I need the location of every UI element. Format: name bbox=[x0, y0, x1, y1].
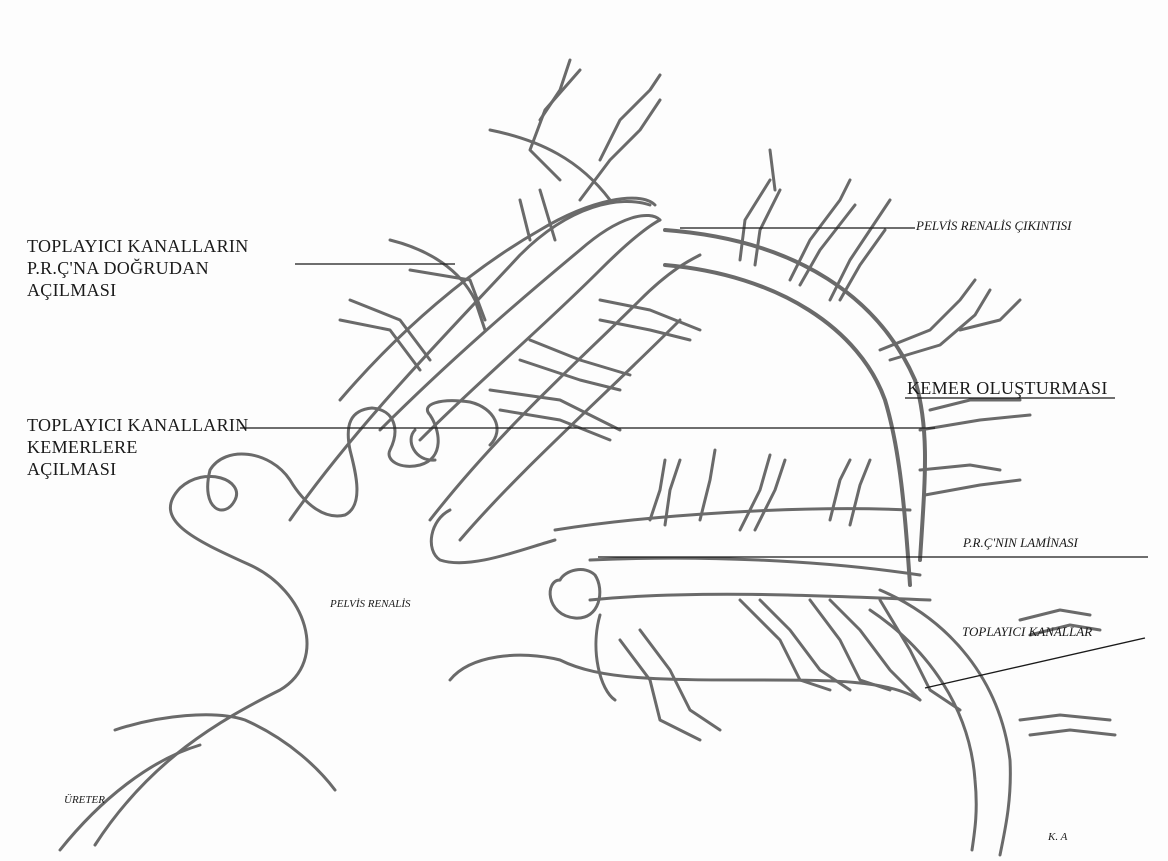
leader-lines bbox=[240, 228, 1148, 688]
upper-tube bbox=[290, 198, 700, 540]
label-pelvis-renalis: PELVİS RENALİS bbox=[330, 598, 411, 610]
label-toplayici-kemerlere: TOPLAYICI KANALLARIN KEMERLERE AÇILMASI bbox=[27, 414, 249, 480]
label-ureter: ÜRETER bbox=[64, 794, 105, 806]
label-line: P.R.Ç'NA DOĞRUDAN bbox=[27, 257, 249, 279]
signature: K. A bbox=[1048, 831, 1067, 843]
label-line: KEMERLERE bbox=[27, 436, 249, 458]
label-prc-laminasi: P.R.Ç'NIN LAMİNASI bbox=[963, 535, 1078, 551]
pelvis-renalis-outline bbox=[60, 450, 357, 850]
main-arch bbox=[665, 230, 925, 585]
label-line: AÇILMASI bbox=[27, 279, 249, 301]
upper-loops bbox=[348, 401, 497, 467]
label-line: TOPLAYICI KANALLARIN bbox=[27, 414, 249, 436]
label-toplayici-kanallar: TOPLAYICI KANALLAR bbox=[962, 624, 1092, 640]
label-line: AÇILMASI bbox=[27, 458, 249, 480]
label-pelvis-renalis-cikintisi: PELVİS RENALİS ÇIKINTISI bbox=[916, 218, 1072, 234]
label-toplayici-dogrudan: TOPLAYICI KANALLARIN P.R.Ç'NA DOĞRUDAN A… bbox=[27, 235, 249, 301]
label-kemer-olusturmasi: KEMER OLUŞTURMASI bbox=[907, 377, 1108, 399]
label-line: TOPLAYICI KANALLARIN bbox=[27, 235, 249, 257]
